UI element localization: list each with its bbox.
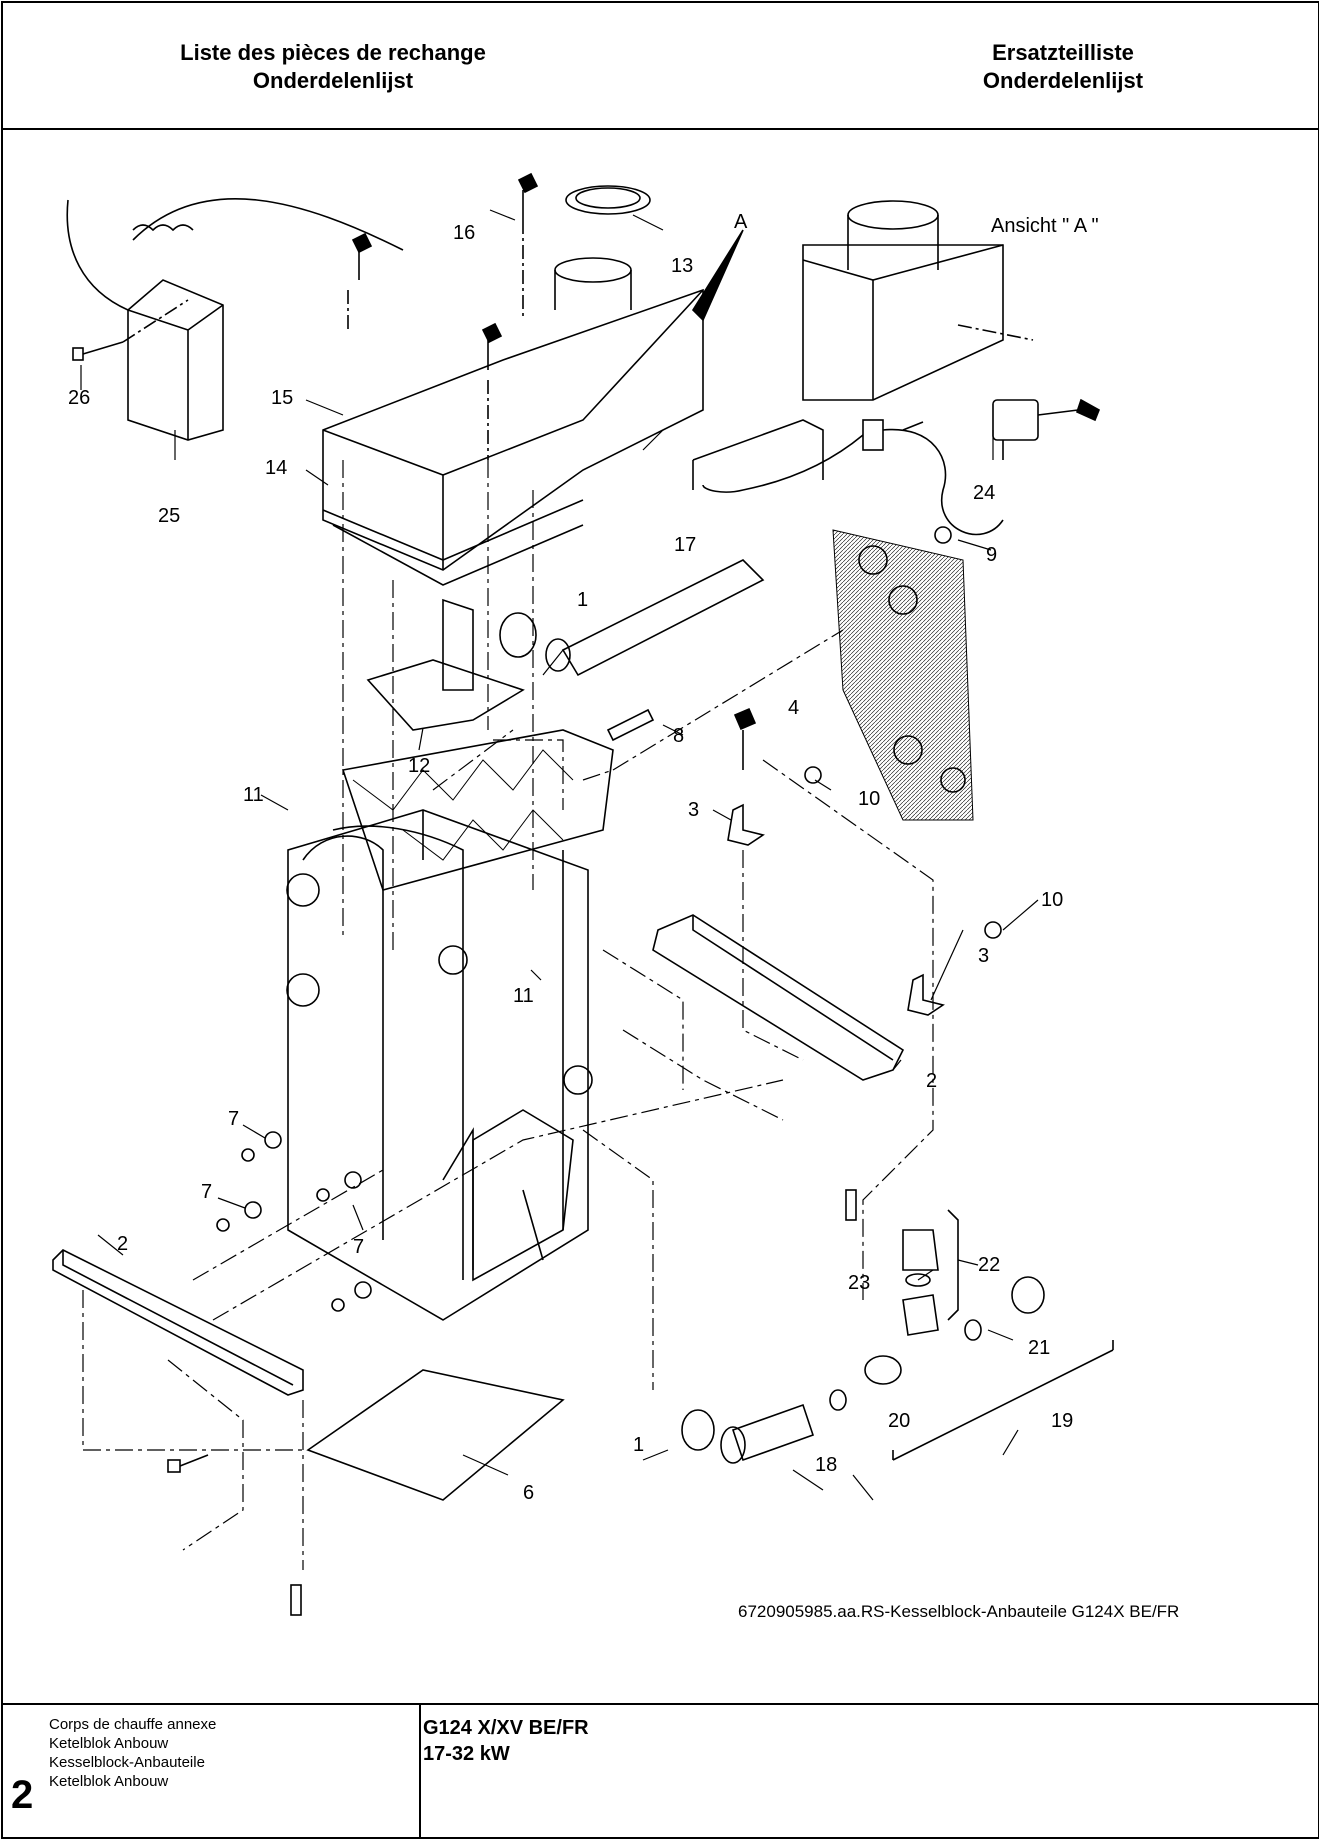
callout-15: 15	[271, 387, 293, 409]
callout-2-right: 2	[926, 1070, 937, 1092]
part-18-pipe	[681, 1403, 815, 1464]
footer-divider	[419, 1705, 421, 1839]
callout-1-bottom: 1	[633, 1434, 644, 1456]
power-range: 17-32 kW	[423, 1743, 510, 1765]
callout-25: 25	[158, 505, 180, 527]
callout-22: 22	[978, 1254, 1000, 1276]
callout-16: 16	[453, 222, 475, 244]
exploded-diagram: 26 25 15 14 16 13 A Ansicht " A " 24 9 1…	[52, 172, 1179, 1621]
leader-lines	[80, 209, 1039, 1501]
part-3-brackets	[727, 803, 945, 1016]
callout-7-b: 7	[201, 1181, 212, 1203]
section-title-nl: Ketelblok Anbouw	[49, 1735, 169, 1752]
part-24-cable	[702, 419, 1004, 536]
callout-26: 26	[68, 387, 90, 409]
drawing-code: 6720905985.aa.RS-Kesselblock-Anbauteile …	[738, 1602, 1179, 1621]
mounting-bracket-view-a	[692, 419, 974, 821]
callout-11-center: 11	[513, 985, 534, 1007]
callout-3-top: 3	[688, 799, 699, 821]
callout-13: 13	[671, 255, 693, 277]
part-8-nipple	[606, 708, 655, 742]
callout-1-top: 1	[577, 589, 588, 611]
part-24-sensor	[992, 398, 1101, 460]
callout-24: 24	[973, 482, 995, 504]
section-titles: Corps de chauffe annexe Ketelblok Anbouw…	[49, 1715, 216, 1791]
part-12-baffle	[366, 598, 525, 731]
callout-17: 17	[674, 534, 696, 556]
callout-14: 14	[265, 457, 287, 479]
part-4-screw	[733, 707, 757, 770]
callout-3-right: 3	[978, 945, 989, 967]
callout-9: 9	[986, 544, 997, 566]
view-a-housing	[802, 200, 1034, 401]
callout-10-top: 10	[858, 788, 880, 810]
section-title-fr: Corps de chauffe annexe	[49, 1716, 217, 1733]
part-2-rail-right	[652, 914, 905, 1081]
title-de: Ersatzteilliste	[992, 40, 1134, 65]
section-title-de: Kesselblock-Anbauteile	[49, 1754, 205, 1771]
callout-6: 6	[523, 1482, 534, 1504]
header-left-titles: Liste des pièces de rechange Onderdelenl…	[123, 39, 543, 95]
title-nl: Onderdelenlijst	[252, 68, 414, 93]
header-right-titles: Ersatzteilliste Onderdelenlijst	[853, 39, 1273, 95]
callout-23: 23	[848, 1272, 870, 1294]
bottom-screws	[167, 1189, 857, 1616]
view-a-arrow	[691, 229, 744, 322]
title-fr: Liste des pièces de rechange	[180, 40, 486, 65]
callout-2-left: 2	[117, 1233, 128, 1255]
part-19-fittings	[829, 1209, 1114, 1461]
footer: 2 Corps de chauffe annexe Ketelblok Anbo…	[3, 1703, 1318, 1839]
part-16-screws	[347, 172, 539, 460]
part-25-box	[66, 198, 404, 441]
section-title-nl-2: Ketelblok Anbouw	[49, 1773, 169, 1790]
callout-18: 18	[815, 1454, 837, 1476]
title-nl-2: Onderdelenlijst	[982, 68, 1144, 93]
callout-10-right: 10	[1041, 889, 1063, 911]
callout-11-left: 11	[243, 784, 264, 806]
callout-21: 21	[1028, 1337, 1050, 1359]
callout-8: 8	[673, 725, 684, 747]
part-2-rail-left	[52, 1249, 304, 1396]
callout-7-c: 7	[353, 1236, 364, 1258]
callout-4: 4	[788, 697, 799, 719]
header: Liste des pièces de rechange Onderdelenl…	[3, 3, 1318, 130]
callout-12: 12	[408, 755, 430, 777]
part-17-pipe	[499, 559, 765, 677]
model-name: G124 X/XV BE/FR	[423, 1717, 589, 1739]
callouts: 26 25 15 14 16 13 A Ansicht " A " 24 9 1…	[68, 211, 1179, 1621]
boiler-block	[286, 729, 614, 1321]
callout-19: 19	[1051, 1410, 1073, 1432]
callout-7-a: 7	[228, 1108, 239, 1130]
model-info: G124 X/XV BE/FR 17-32 kW	[423, 1715, 589, 1767]
part-26-screw	[72, 299, 189, 361]
part-10-nuts	[804, 526, 1002, 939]
section-number: 2	[11, 1773, 34, 1817]
callout-20: 20	[888, 1410, 910, 1432]
part-14-cover	[322, 185, 704, 586]
view-a-title: Ansicht " A "	[991, 215, 1099, 237]
view-marker: A	[734, 211, 748, 233]
part-7-studs	[216, 1131, 372, 1312]
part-6-plate	[306, 1369, 565, 1501]
part-13-gasket	[575, 187, 641, 209]
assembly-lines	[82, 460, 934, 1570]
